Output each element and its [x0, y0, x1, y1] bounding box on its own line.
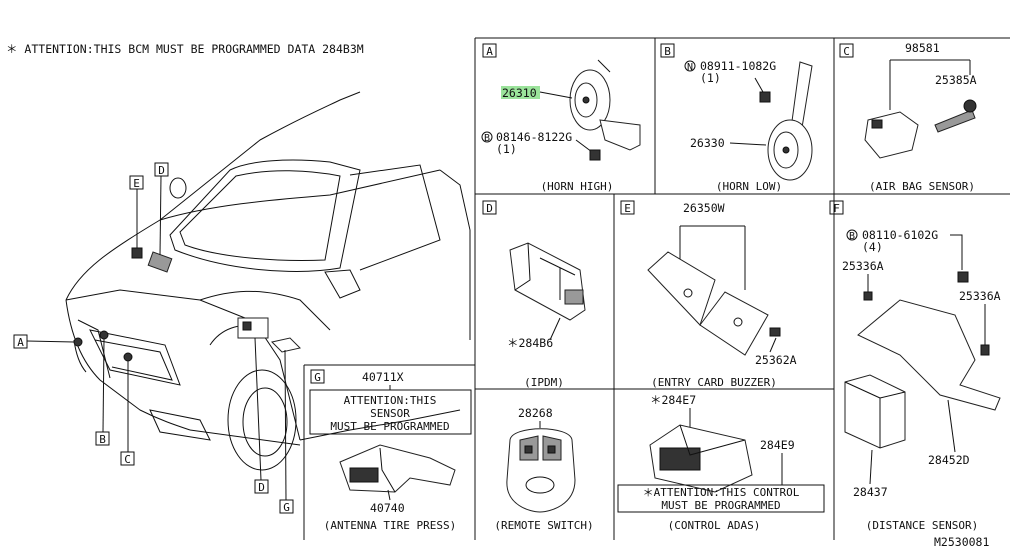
panel-a-letter: A — [486, 45, 493, 58]
note-g-line1: ATTENTION:THIS — [344, 394, 437, 407]
distance-sensor-icon — [844, 374, 906, 449]
caption-horn-high: (HORN HIGH) — [541, 180, 614, 193]
part-26310: 26310 — [502, 86, 537, 100]
part-98581: 98581 — [905, 41, 940, 55]
panel-ipdm: D ＊284B6 (IPDM) — [482, 200, 586, 389]
part-08146-8122g: 08146-8122G — [496, 130, 572, 144]
panel-air-bag-sensor: C 98581 25385A (AIR BAG SENSOR) — [839, 41, 977, 193]
panel-g-letter: G — [314, 371, 321, 384]
panel-entry-card-buzzer: E 26350W 25362A (ENTRY CARD BUZZER) — [620, 200, 797, 389]
caption-remote-switch: (REMOTE SWITCH) — [494, 519, 593, 532]
svg-text:N: N — [687, 62, 693, 73]
note-g-line3: MUST BE PROGRAMMED — [330, 420, 449, 433]
part-26350w: 26350W — [683, 201, 725, 215]
sensor-bracket-icon — [857, 299, 1001, 411]
part-25336a-left: 25336A — [842, 259, 884, 273]
callout-d-bottom: D — [258, 481, 265, 494]
programming-note-box — [309, 389, 472, 435]
attention-note: ＊ ATTENTION:THIS BCM MUST BE PROGRAMMED … — [6, 42, 364, 56]
note-adas-line1: ＊ATTENTION:THIS CONTROL — [643, 486, 800, 499]
part-284b6: ＊284B6 — [507, 336, 553, 350]
part-f-qty: (4) — [862, 240, 883, 254]
adas-note-box — [617, 484, 825, 513]
note-g-line2: SENSOR — [370, 407, 410, 420]
part-28437: 28437 — [853, 485, 888, 499]
part-b-qty: (1) — [700, 71, 721, 85]
caption-distance-sensor: (DISTANCE SENSOR) — [866, 519, 979, 532]
part-26330: 26330 — [690, 136, 725, 150]
part-25385a: 25385A — [935, 73, 977, 87]
part-28268: 28268 — [518, 406, 553, 420]
note-adas-line2: MUST BE PROGRAMMED — [661, 499, 780, 512]
callout-c: C — [124, 453, 131, 466]
panel-c-letter: C — [843, 45, 850, 58]
part-284e7: ＊284E7 — [650, 393, 696, 407]
panel-d-letter: D — [486, 202, 493, 215]
vehicle-illustration — [65, 91, 471, 471]
panel-remote-switch: 28268 (REMOTE SWITCH) — [494, 406, 593, 532]
svg-text:B: B — [484, 133, 490, 144]
entry-card-icon — [647, 251, 716, 326]
diagram-id: M2530081 — [934, 535, 989, 549]
part-25336a-right: 25336A — [959, 289, 1001, 303]
caption-air-bag-sensor: (AIR BAG SENSOR) — [869, 180, 975, 193]
part-a-qty: (1) — [496, 142, 517, 156]
part-40711x: 40711X — [362, 370, 404, 384]
caption-ipdm: (IPDM) — [524, 376, 564, 389]
callout-a: A — [17, 336, 24, 349]
panel-grid — [303, 37, 1010, 540]
part-284e9: 284E9 — [760, 438, 795, 452]
panel-horn-low: B N 08911-1082G (1) 26330 (HORN LOW) — [660, 43, 813, 193]
caption-horn-low: (HORN LOW) — [716, 180, 782, 193]
callout-e: E — [133, 177, 140, 190]
callout-g: G — [283, 501, 290, 514]
highlight-26310 — [501, 86, 540, 99]
part-08911-1082g: 08911-1082G — [700, 59, 776, 73]
caption-antenna-tire-press: (ANTENNA TIRE PRESS) — [324, 519, 456, 532]
panel-e-letter: E — [624, 202, 631, 215]
vehicle-callouts: A B C D E D G — [13, 162, 294, 514]
caption-control-adas: (CONTROL ADAS) — [668, 519, 761, 532]
panel-horn-high: A 26310 B 08146-8122G (1) (HORN HIGH) — [481, 43, 641, 193]
panel-b-letter: B — [664, 45, 671, 58]
callout-d-top: D — [158, 164, 165, 177]
panel-distance-sensor: F B 08110-6102G (4) 25336A 25336A 28452D… — [829, 200, 1001, 532]
caption-entry-card-buzzer: (ENTRY CARD BUZZER) — [651, 376, 777, 389]
ipdm-icon — [509, 242, 586, 321]
svg-text:B: B — [849, 231, 855, 242]
panel-f-letter: F — [833, 202, 840, 215]
callout-b: B — [99, 433, 106, 446]
part-08110-6102g: 08110-6102G — [862, 228, 938, 242]
panel-control-adas: ＊284E7 284E9 ＊ATTENTION:THIS CONTROL MUS… — [617, 393, 825, 532]
air-bag-sensor-icon — [864, 111, 919, 159]
part-28452d: 28452D — [928, 453, 970, 467]
panel-antenna-tire-press: G 40711X ATTENTION:THIS SENSOR MUST BE P… — [309, 369, 472, 532]
part-25362a: 25362A — [755, 353, 797, 367]
part-40740: 40740 — [370, 501, 405, 515]
remote-key-icon — [506, 428, 576, 513]
